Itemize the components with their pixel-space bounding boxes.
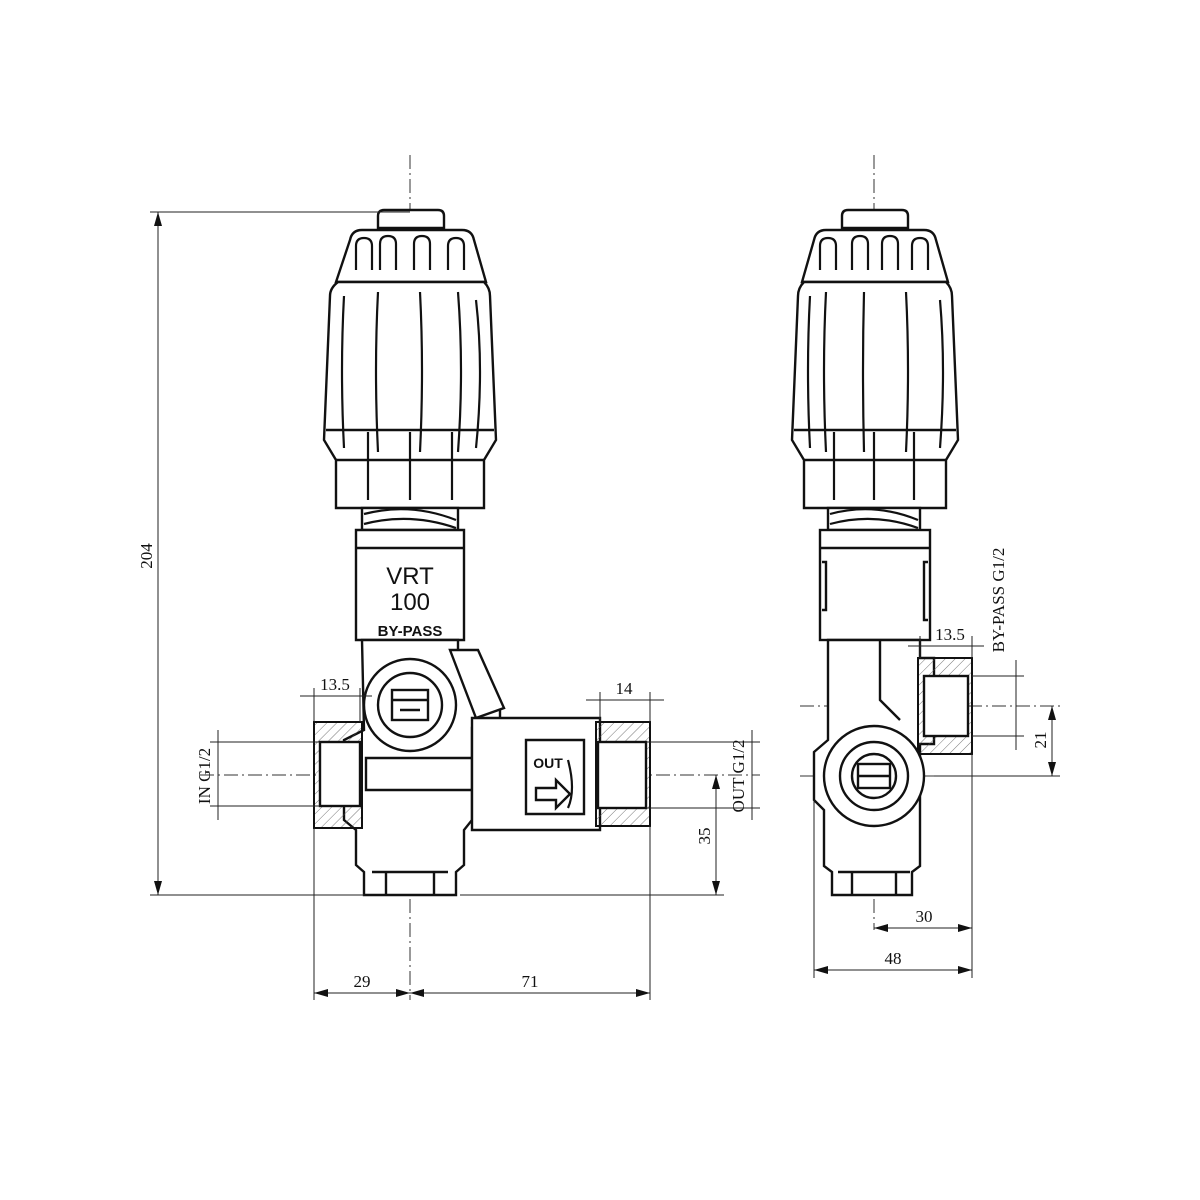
- dim-left-width: 29: [354, 972, 371, 991]
- front-valve-body: VRT 100 BY-PASS: [342, 528, 506, 897]
- dim-side-total-width: 48: [885, 949, 902, 968]
- side-dimensions: BY-PASS G1/2 13.5 21 30 48: [813, 548, 1060, 978]
- side-valve-body: [812, 506, 973, 897]
- side-view: [790, 155, 1060, 930]
- front-inlet-port: [313, 721, 363, 829]
- dim-outlet-depth: 14: [616, 679, 634, 698]
- dim-side-half-width: 30: [916, 907, 933, 926]
- side-knob: [790, 208, 960, 510]
- dim-total-height: 204: [137, 543, 156, 569]
- front-spring: [360, 506, 460, 532]
- front-outlet-port: OUT: [470, 716, 651, 832]
- model-label-vrt: VRT: [386, 563, 434, 590]
- dim-outlet-thread: OUT G1/2: [729, 740, 748, 813]
- front-dimensions: 204 13.5 14 IN G1/2 OUT G1/2 35: [137, 211, 760, 1000]
- out-arrow-label: OUT: [533, 755, 563, 771]
- dim-bypass-depth: 13.5: [935, 625, 965, 644]
- dim-outlet-height: 35: [695, 828, 714, 845]
- dim-inlet-depth: 13.5: [320, 675, 350, 694]
- dim-bypass-thread: BY-PASS G1/2: [989, 548, 1008, 653]
- model-label-bypass: BY-PASS: [378, 623, 443, 640]
- dim-bypass-offset: 21: [1031, 732, 1050, 749]
- front-knob: [322, 208, 498, 510]
- front-view: VRT 100 BY-PASS: [200, 155, 760, 1000]
- dim-inlet-thread: IN G1/2: [195, 748, 214, 804]
- model-label-100: 100: [390, 589, 430, 616]
- dim-right-width: 71: [522, 972, 539, 991]
